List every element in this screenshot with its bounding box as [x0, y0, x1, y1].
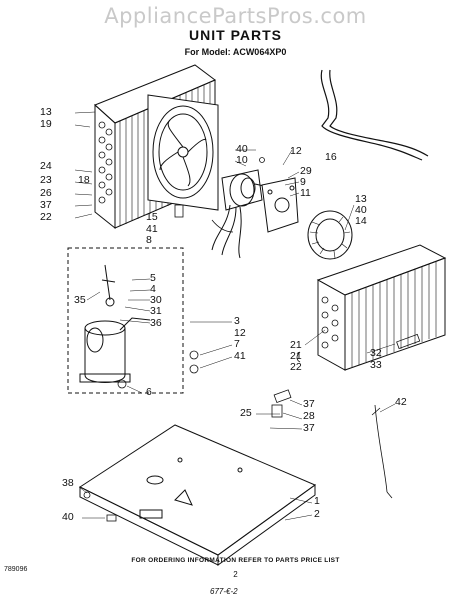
callout-6: 6 [146, 386, 152, 398]
diagram-title: UNIT PARTS [189, 27, 282, 43]
callout-28: 28 [303, 410, 315, 422]
callout-40-upper: 40 [236, 143, 248, 155]
fan-motor [211, 169, 283, 259]
callout-15: 16 [325, 151, 337, 163]
condensate-tube [320, 69, 429, 161]
fan-shroud [147, 94, 219, 211]
callout-16: 15 [146, 211, 158, 223]
handwritten-note: 677-€-2 [210, 587, 238, 596]
callout-12-upper: 12 [290, 145, 302, 157]
page-number: 2 [233, 570, 238, 579]
callout-21-upper: 21 [290, 339, 302, 351]
ordering-note: FOR ORDERING INFORMATION REFER TO PARTS … [131, 557, 340, 564]
compressor [79, 264, 151, 383]
callout-25: 25 [240, 407, 252, 419]
callout-24: 24 [40, 160, 52, 172]
motor-bracket [261, 177, 299, 233]
callout-3: 3 [234, 315, 240, 327]
callout-41-upper: 41 [146, 223, 158, 235]
callout-21: 21 [290, 350, 302, 362]
callout-30: 30 [150, 294, 162, 306]
callout-26: 26 [40, 187, 52, 199]
callout-10: 10 [236, 154, 248, 166]
evaporator-coil [316, 244, 447, 371]
callout-13: 13 [355, 193, 367, 205]
callout-29: 29 [300, 165, 312, 177]
callout-23: 23 [40, 174, 52, 186]
model-line: For Model: ACW064XP0 [184, 47, 287, 57]
callout-32: 32 [370, 347, 382, 359]
callout-22-upper: 22 [40, 211, 52, 223]
callout-11: 11 [300, 187, 311, 199]
callout-2-base: 2 [314, 508, 320, 520]
callout-9: 9 [300, 176, 306, 188]
callout-37-middle: 37 [303, 422, 315, 434]
leader-lines [74, 111, 396, 521]
small-parts [83, 157, 421, 522]
base-pan [78, 424, 317, 566]
callout-37-lower: 38 [62, 477, 74, 489]
callout-40-right: 40 [355, 204, 367, 216]
callout-18: 18 [78, 174, 90, 186]
callout-38: 40 [62, 511, 74, 523]
callout-33: 33 [370, 359, 382, 371]
callout-31: 31 [150, 305, 162, 317]
callout-35: 36 [150, 317, 162, 329]
callout-22: 22 [290, 361, 302, 373]
callout-8: 8 [146, 234, 152, 246]
callout-7: 7 [234, 338, 240, 350]
callout-34: 35 [74, 294, 86, 306]
document-number: 789096 [4, 566, 28, 573]
callout-42: 42 [395, 396, 407, 408]
callout-41-lower: 41 [234, 350, 246, 362]
callout-37-upper: 37 [303, 398, 315, 410]
compressor-group-outline [67, 247, 184, 394]
callout-5: 5 [150, 272, 156, 284]
callout-19: 19 [40, 118, 52, 130]
callout-17: 13 [40, 106, 52, 118]
watermark-text: AppliancePartsPros.com [104, 4, 367, 28]
blower-wheel [307, 210, 353, 260]
callout-14: 14 [355, 215, 367, 227]
callout-12-lower: 12 [234, 327, 246, 339]
callout-1: 1 [314, 495, 320, 507]
callout-36: 37 [40, 199, 52, 211]
callout-4: 4 [150, 283, 156, 295]
